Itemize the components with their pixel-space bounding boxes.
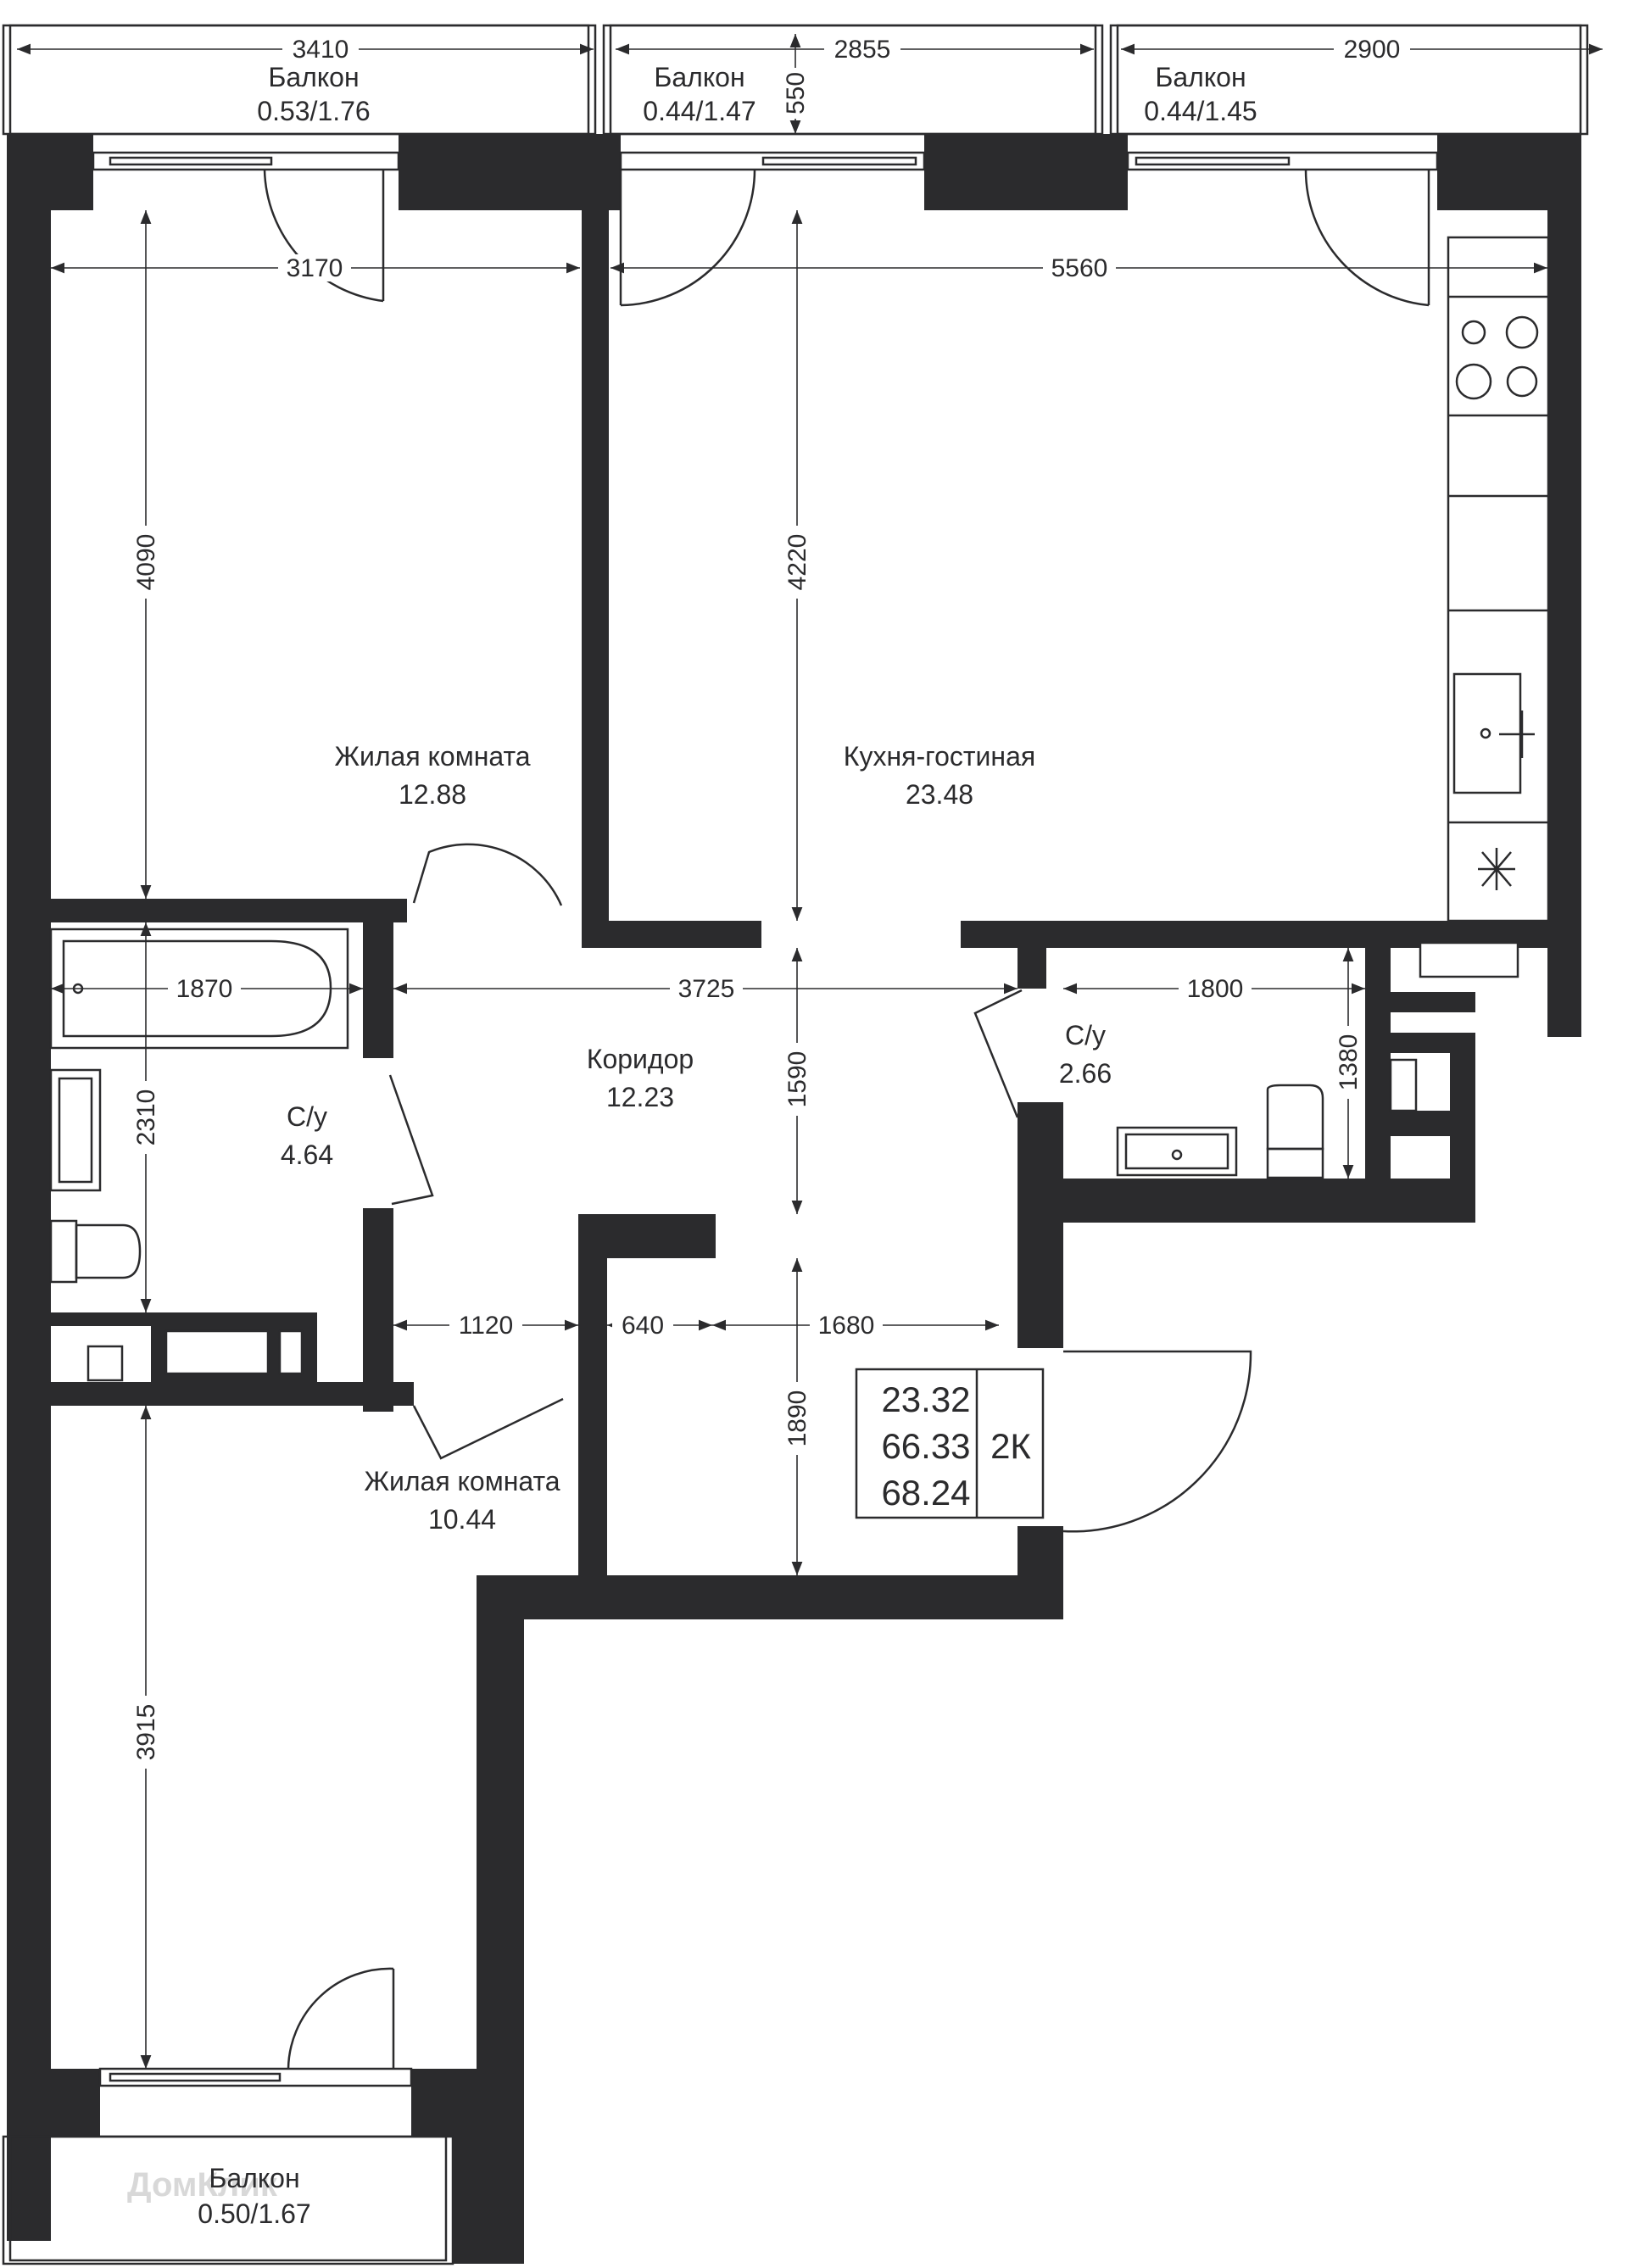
kitchen-area: 23.48 (906, 779, 973, 810)
dim-hall-c: 1680 (818, 1312, 875, 1340)
bath2-area: 2.66 (1059, 1058, 1112, 1089)
living-area: 23.32 (881, 1379, 970, 1419)
walls (7, 134, 1581, 2264)
summary-box: 23.32 66.33 68.24 2К (855, 1368, 1045, 1519)
room-labels: Балкон 0.53/1.76 Балкон 0.44/1.47 Балкон… (257, 62, 1257, 1535)
bedroom1-area: 12.88 (399, 779, 466, 810)
top-balconies (2, 24, 1589, 136)
bedroom1-name: Жилая комната (334, 741, 530, 772)
balcony2-area: 0.44/1.47 (643, 96, 755, 126)
balcony1-name: Балкон (268, 62, 359, 92)
dim-bath1-depth: 2310 (132, 1089, 160, 1146)
dim-balcony1-width: 3410 (293, 36, 349, 64)
dim-kitchen-width: 5560 (1051, 254, 1108, 282)
dim-bath2-width: 1800 (1187, 975, 1244, 1003)
balcony1-area: 0.53/1.76 (257, 96, 370, 126)
total-with-balconies: 68.24 (881, 1473, 970, 1513)
bedroom2-area: 10.44 (428, 1504, 496, 1535)
dim-balcony-depth: 550 (782, 72, 810, 114)
windows (92, 151, 1439, 2087)
dim-bedroom2-depth: 3915 (132, 1704, 160, 1761)
dim-bedroom1-width: 3170 (287, 254, 343, 282)
dim-bath1-width: 1870 (176, 975, 233, 1003)
dimension-labels: 3410 2855 2900 550 3170 5560 4090 4220 1… (132, 36, 1410, 1769)
balcony4-name: Балкон (209, 2163, 299, 2193)
dim-hall-b: 640 (622, 1312, 664, 1340)
corridor-area: 12.23 (606, 1082, 674, 1112)
bedroom2-name: Жилая комната (364, 1466, 560, 1496)
balcony3-area: 0.44/1.45 (1144, 96, 1257, 126)
bottom-balcony: ДомКлик Балкон 0.50/1.67 (2, 2135, 454, 2265)
total-area: 66.33 (881, 1426, 970, 1466)
balcony3-name: Балкон (1155, 62, 1246, 92)
dim-corridor-width: 3725 (678, 975, 735, 1003)
dim-kitchen-depth: 4220 (783, 534, 811, 591)
dim-balcony2-width: 2855 (834, 36, 891, 64)
dim-balcony3-width: 2900 (1344, 36, 1401, 64)
dim-bath2-depth: 1380 (1335, 1034, 1363, 1091)
watermark: ДомКлик (127, 2166, 278, 2204)
balcony2-name: Балкон (654, 62, 744, 92)
dim-corridor-depth: 1590 (783, 1051, 811, 1108)
dim-hall-a: 1120 (459, 1312, 514, 1340)
bath2-name: С/у (1065, 1020, 1106, 1050)
doors (263, 169, 1430, 2070)
kitchen-name: Кухня-гостиная (844, 741, 1035, 772)
corridor-name: Коридор (587, 1044, 694, 1074)
dim-bedroom1-depth: 4090 (132, 534, 160, 591)
bath1-name: С/у (287, 1101, 327, 1132)
dim-hall-depth: 1890 (783, 1390, 811, 1447)
bath1-area: 4.64 (281, 1140, 333, 1170)
apartment-type: 2К (990, 1426, 1031, 1466)
balcony4-area: 0.50/1.67 (198, 2198, 310, 2229)
